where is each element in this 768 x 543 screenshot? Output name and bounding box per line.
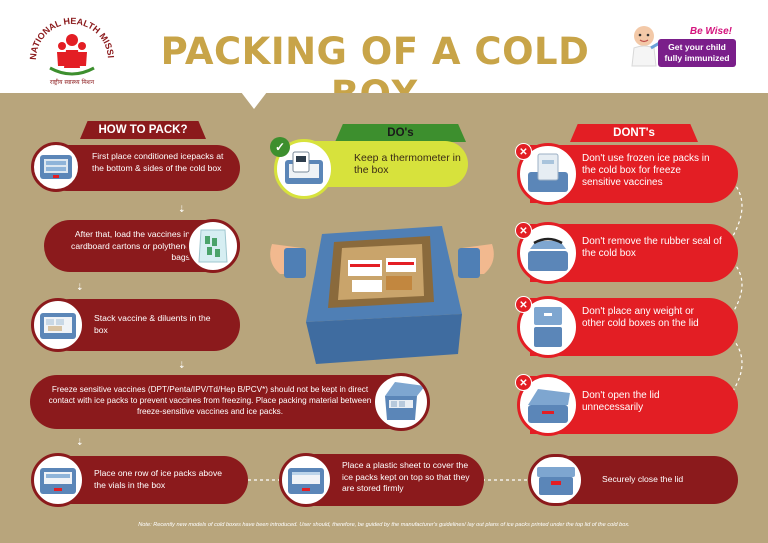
arrow-down-2: ⇣ [76, 282, 84, 292]
be-wise-line-1: Get your child [668, 42, 726, 52]
dont-item-2-text: Don't remove the rubber seal of the cold… [582, 236, 722, 259]
how-step-1-text: First place conditioned icepacks at the … [92, 151, 224, 173]
cold-box-icepacks-icon [40, 155, 72, 179]
how-step-3-text: Stack vaccine & diluents in the box [94, 313, 211, 335]
dont-item-2-image [517, 222, 579, 284]
cross-icon: ✕ [515, 143, 532, 160]
dont-item-1-text: Don't use frozen ice packs in the cold b… [582, 153, 710, 188]
do-item-1: Keep a thermometer in the box [310, 141, 468, 187]
plastic-sheet-icon [288, 468, 324, 494]
ice-packs-row-icon [40, 468, 76, 494]
cold-box-thumbs-up-illustration [270, 226, 494, 364]
how-step-1-image [31, 142, 81, 192]
be-wise-title: Be Wise! [689, 26, 732, 37]
how-to-pack-tag: HOW TO PACK? [80, 121, 206, 139]
thermometer-in-box-icon [285, 151, 323, 184]
header-notch [241, 92, 267, 109]
arrow-down-1: ⇣ [178, 204, 186, 214]
dont-item-4-image [517, 374, 579, 436]
arrow-down-3: ⇣ [178, 360, 186, 370]
how-step-6-image [279, 453, 333, 507]
how-step-3-image [31, 298, 85, 352]
footnote: Note: Recently new models of cold boxes … [138, 522, 630, 528]
dos-tag: DO's [335, 124, 466, 142]
how-step-4-text: Freeze sensitive vaccines (DPT/Penta/IPV… [48, 385, 372, 416]
logo-subtext: राष्ट्रीय स्वास्थ्य मिशन [50, 78, 95, 86]
arrow-down-4: ⇣ [76, 437, 84, 447]
stacked-boxes-icon [534, 307, 562, 347]
be-wise-line-2: fully immunized [664, 53, 730, 63]
be-wise-badge: Be Wise! Get your child fully immunized [628, 22, 738, 72]
national-health-mission-logo: NATIONAL HEALTH MISSION राष्ट्रीय स्वास्… [22, 8, 116, 86]
how-step-5-image [31, 453, 85, 507]
vaccine-bag-icon [198, 229, 228, 263]
how-step-7-text: Securely close the lid [602, 474, 684, 484]
open-cold-box-icon [385, 382, 425, 420]
cross-icon: ✕ [515, 296, 532, 313]
how-step-4: Freeze sensitive vaccines (DPT/Penta/IPV… [30, 375, 428, 429]
closed-cold-box-icon [537, 467, 575, 495]
check-icon: ✓ [270, 137, 290, 157]
frozen-ice-pack-icon [528, 153, 568, 192]
cross-icon: ✕ [515, 374, 532, 391]
open-lid-icon [528, 389, 570, 423]
how-step-2-image [186, 219, 240, 273]
donts-tag: DONT's [570, 124, 698, 142]
stack-vaccine-icon [40, 313, 76, 339]
cross-icon: ✕ [515, 222, 532, 239]
how-step-5-text: Place one row of ice packs above the via… [94, 468, 223, 490]
how-step-2-text: After that, load the vaccines in cardboa… [71, 229, 190, 262]
rubber-seal-icon [528, 237, 568, 271]
how-step-7-image [528, 454, 584, 506]
dont-item-3-text: Don't place any weight or other cold box… [582, 306, 699, 329]
baby-icon [631, 26, 661, 67]
how-step-4-image [372, 373, 430, 431]
be-wise-pill: Get your child fully immunized [658, 39, 736, 67]
do-item-1-text: Keep a thermometer in the box [354, 152, 461, 176]
dont-item-4-text: Don't open the lid unnecessarily [582, 390, 660, 413]
how-step-6-text: Place a plastic sheet to cover the ice p… [342, 460, 470, 493]
